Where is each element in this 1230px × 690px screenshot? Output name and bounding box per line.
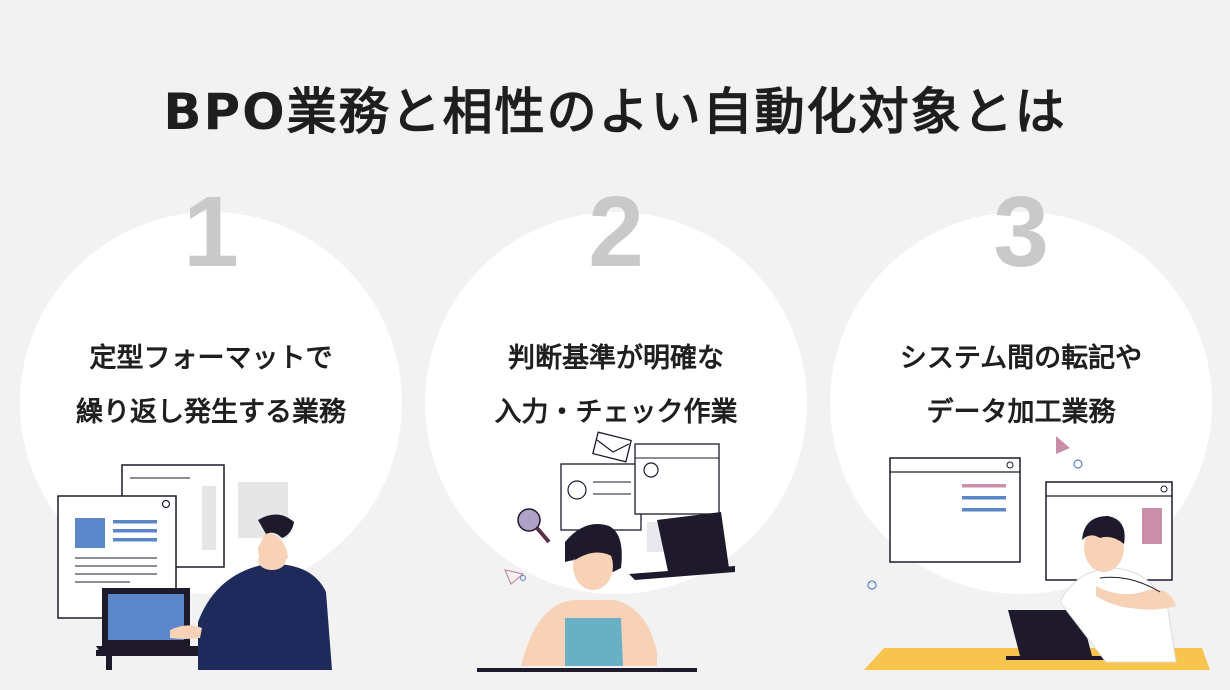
item-card-2: 2 判断基準が明確な 入力・チェック作業 [425,182,815,690]
triangle-icon [503,569,525,585]
item-1-line-2: 繰り返し発生する業務 [76,397,346,428]
person-icon [170,514,332,670]
item-1-line-1: 定型フォーマットで [89,343,333,374]
illustration-system-transfer [864,436,1210,670]
circle-icon [520,575,526,581]
item-2-line-2: 入力・チェック作業 [494,397,738,428]
item-number-2: 2 [588,176,644,288]
illustration-data-checker [477,431,735,672]
circle-icon [867,580,877,590]
document-window-icon [634,443,720,515]
item-text-2: 判断基準が明確な 入力・チェック作業 [425,332,807,440]
item-number-3: 3 [993,176,1049,288]
item-2-line-1: 判断基準が明確な [508,343,724,374]
person-icon [521,524,657,666]
item-card-1: 1 定型フォーマットで 繰り返し発生する業務 [20,182,410,690]
person-icon [1059,516,1177,663]
page-title: BPO業務と相性のよい自動化対象とは [163,83,1067,141]
item-3-line-2: データ加工業務 [926,397,1116,428]
illustration-office-worker [57,464,332,670]
item-text-3: システム間の転記や データ加工業務 [830,332,1212,440]
magnifier-icon [517,508,551,544]
laptop-icon [629,512,735,580]
item-card-3: 3 システム間の転記や データ加工業務 [830,182,1220,690]
item-number-1: 1 [183,176,239,288]
laptop-icon [96,588,212,652]
envelope-icon [592,431,632,463]
triangle-icon [1056,436,1070,454]
document-window-icon [889,457,1021,563]
circle-icon [1073,459,1083,469]
document-window-icon [560,463,642,531]
laptop-icon [1006,610,1124,660]
item-text-1: 定型フォーマットで 繰り返し発生する業務 [20,332,402,440]
item-3-line-1: システム間の転記や [899,343,1143,374]
